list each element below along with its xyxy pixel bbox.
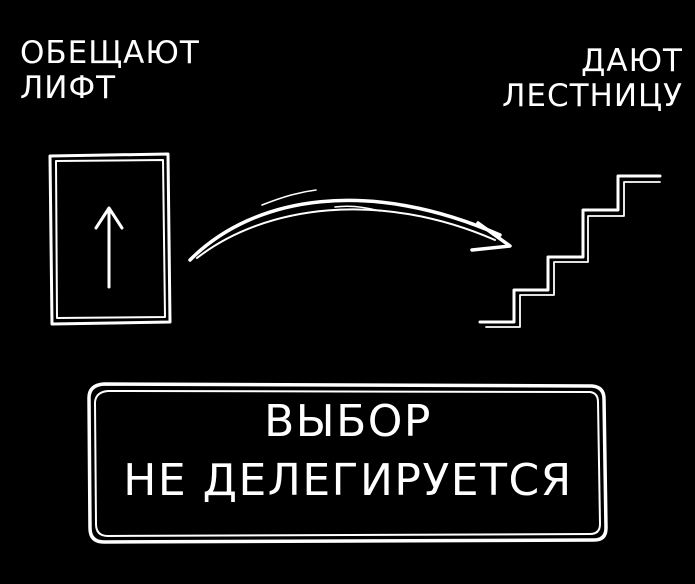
promise-caption-line2: ЛИФТ [20, 69, 117, 106]
conclusion-frame [87, 382, 608, 544]
reality-caption-line1: ДАЮТ [581, 43, 683, 79]
staircase-icon [478, 174, 662, 328]
promise-caption-line1: ОБЕЩАЮТ [20, 35, 200, 71]
promise-caption: ОБЕЩАЮТ ЛИФТ [20, 36, 200, 105]
curved-arrow-icon [188, 189, 512, 262]
up-arrow-icon [94, 206, 124, 289]
conclusion-line2: НЕ ДЕЛЕГИРУЕТСЯ [123, 455, 573, 507]
conclusion-text: ВЫБОР НЕ ДЕЛЕГИРУЕТСЯ [88, 392, 608, 511]
elevator-door-icon [48, 152, 172, 326]
reality-caption: ДАЮТ ЛЕСТНИЦУ [502, 44, 683, 113]
conclusion-line1: ВЫБОР [264, 396, 432, 447]
reality-caption-line2: ЛЕСТНИЦУ [502, 77, 683, 114]
